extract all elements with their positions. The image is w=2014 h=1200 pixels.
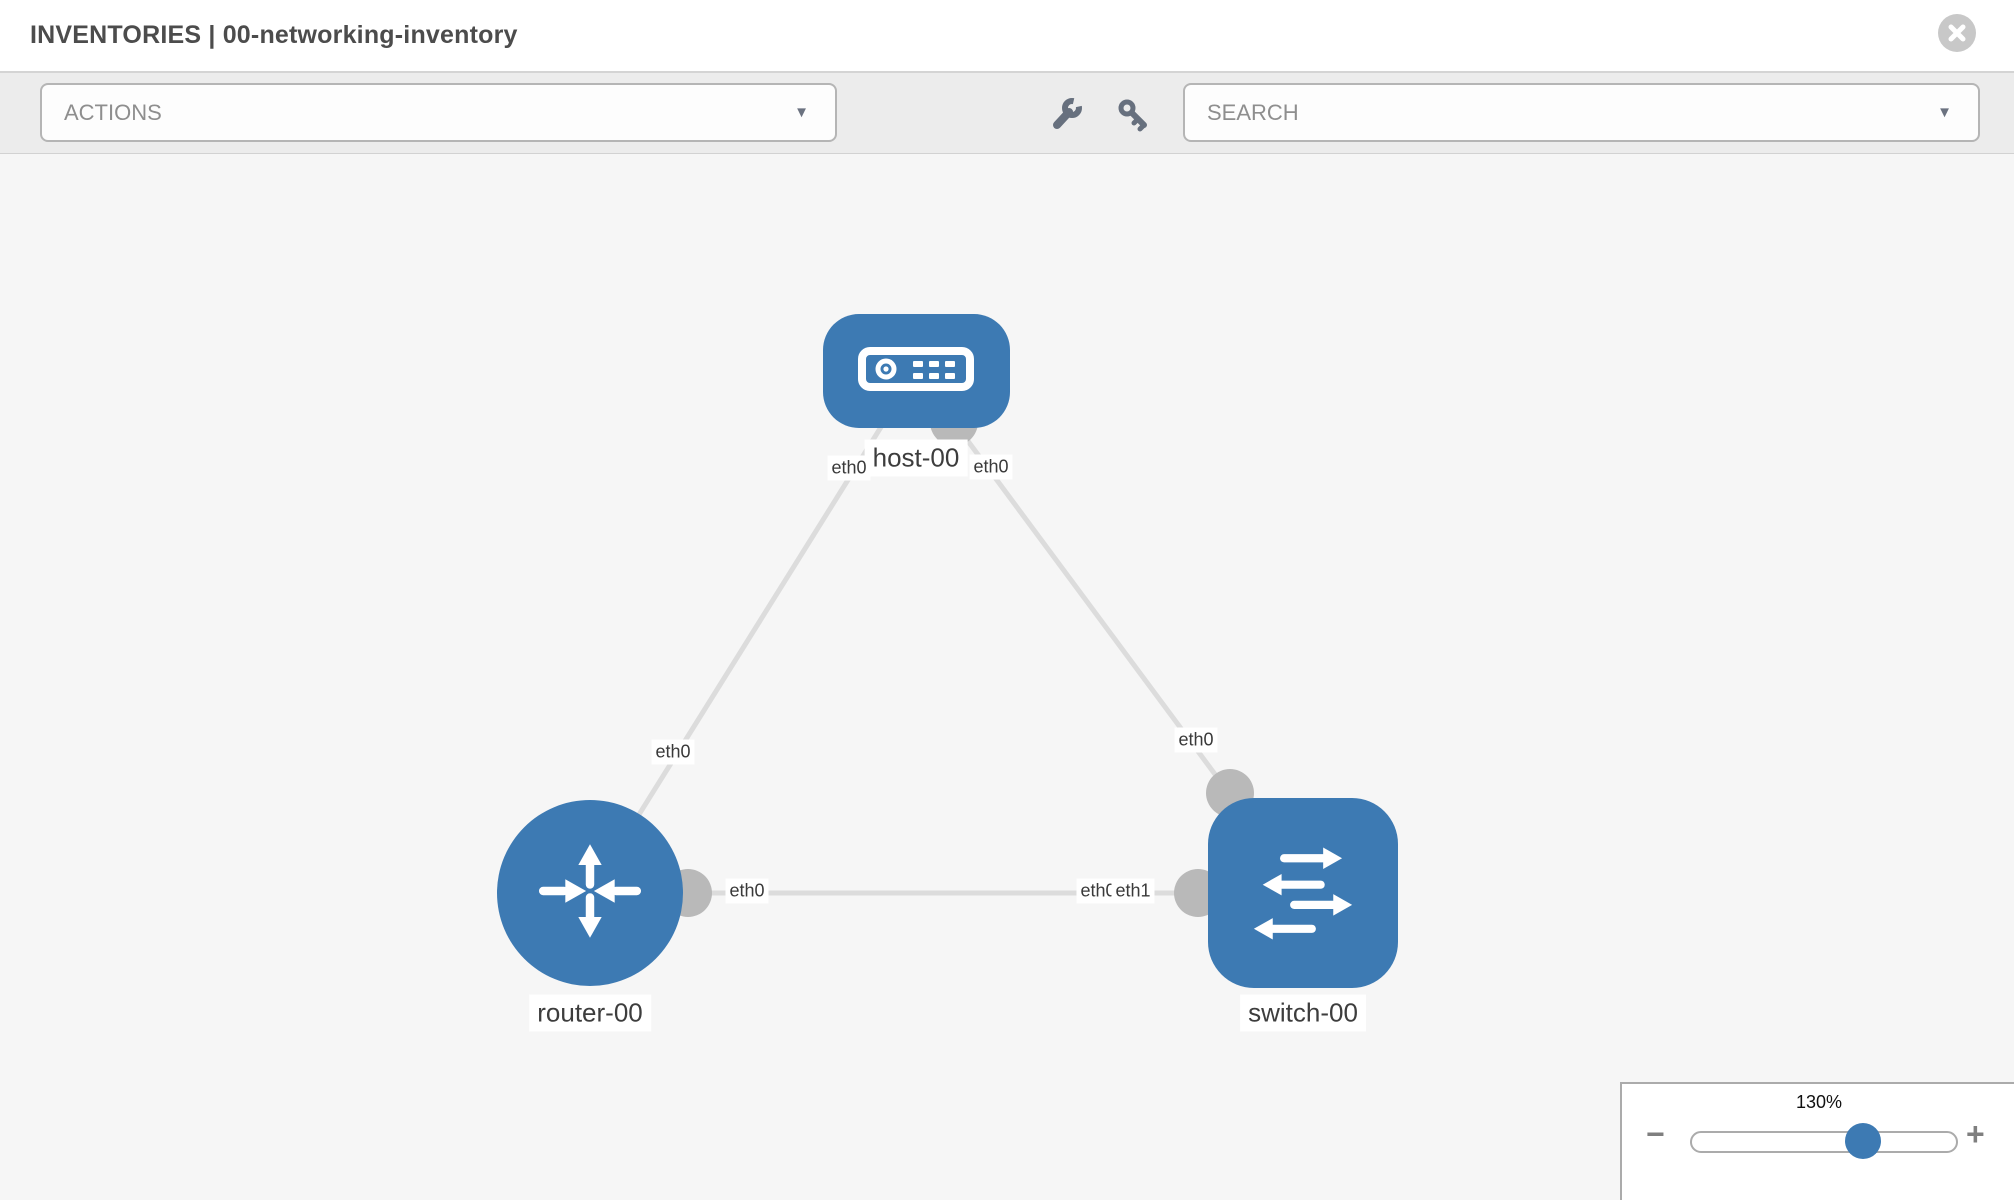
interface-label: eth0	[969, 454, 1013, 480]
node-host-00[interactable]	[822, 314, 1010, 428]
zoom-out-button[interactable]: −	[1646, 1116, 1665, 1152]
node-label-switch-00: switch-00	[1240, 994, 1366, 1032]
interface-label: eth0	[651, 739, 695, 765]
node-label-router-00: router-00	[529, 994, 651, 1032]
chevron-down-icon: ▼	[1937, 104, 1952, 121]
search-dropdown[interactable]: SEARCH ▼	[1183, 83, 1980, 142]
close-icon	[1948, 24, 1966, 42]
actions-dropdown[interactable]: ACTIONS ▼	[40, 83, 837, 142]
interface-label: eth0	[725, 878, 769, 904]
interface-label: eth0	[827, 455, 871, 481]
wrench-icon	[1053, 95, 1086, 129]
switch-arrows-icon	[1240, 828, 1366, 959]
interface-label: eth0	[1174, 727, 1218, 753]
zoom-slider[interactable]	[1690, 1123, 1958, 1159]
zoom-percentage: 130%	[1795, 1092, 1843, 1112]
key-icon	[1118, 99, 1147, 132]
zoom-panel: 130% − +	[1620, 1082, 2014, 1200]
topology-canvas[interactable]: host-00 router-00 switch-00 eth0 eth0 eth0 e…	[0, 154, 2014, 1200]
node-switch-00[interactable]	[1208, 798, 1398, 988]
header: INVENTORIES | 00-networking-inventory	[0, 0, 2014, 73]
toolbar: ACTIONS ▼ SEARCH ▼	[0, 73, 2014, 154]
search-placeholder: SEARCH	[1207, 100, 1299, 125]
actions-dropdown-label: ACTIONS	[64, 100, 162, 125]
page-title: INVENTORIES | 00-networking-inventory	[30, 21, 518, 49]
chevron-down-icon: ▼	[794, 104, 809, 121]
zoom-slider-knob[interactable]	[1844, 1123, 1881, 1159]
interface-label: eth1	[1111, 878, 1155, 904]
links-layer	[587, 369, 1306, 917]
zoom-in-button[interactable]: +	[1966, 1116, 1985, 1152]
node-router-00[interactable]	[497, 800, 683, 986]
node-label-host-00: host-00	[864, 439, 968, 477]
server-icon	[855, 333, 977, 410]
wrench-button[interactable]	[1048, 95, 1086, 133]
close-button[interactable]	[1938, 14, 1976, 52]
router-arrows-icon	[525, 826, 655, 961]
key-button[interactable]	[1116, 97, 1152, 133]
